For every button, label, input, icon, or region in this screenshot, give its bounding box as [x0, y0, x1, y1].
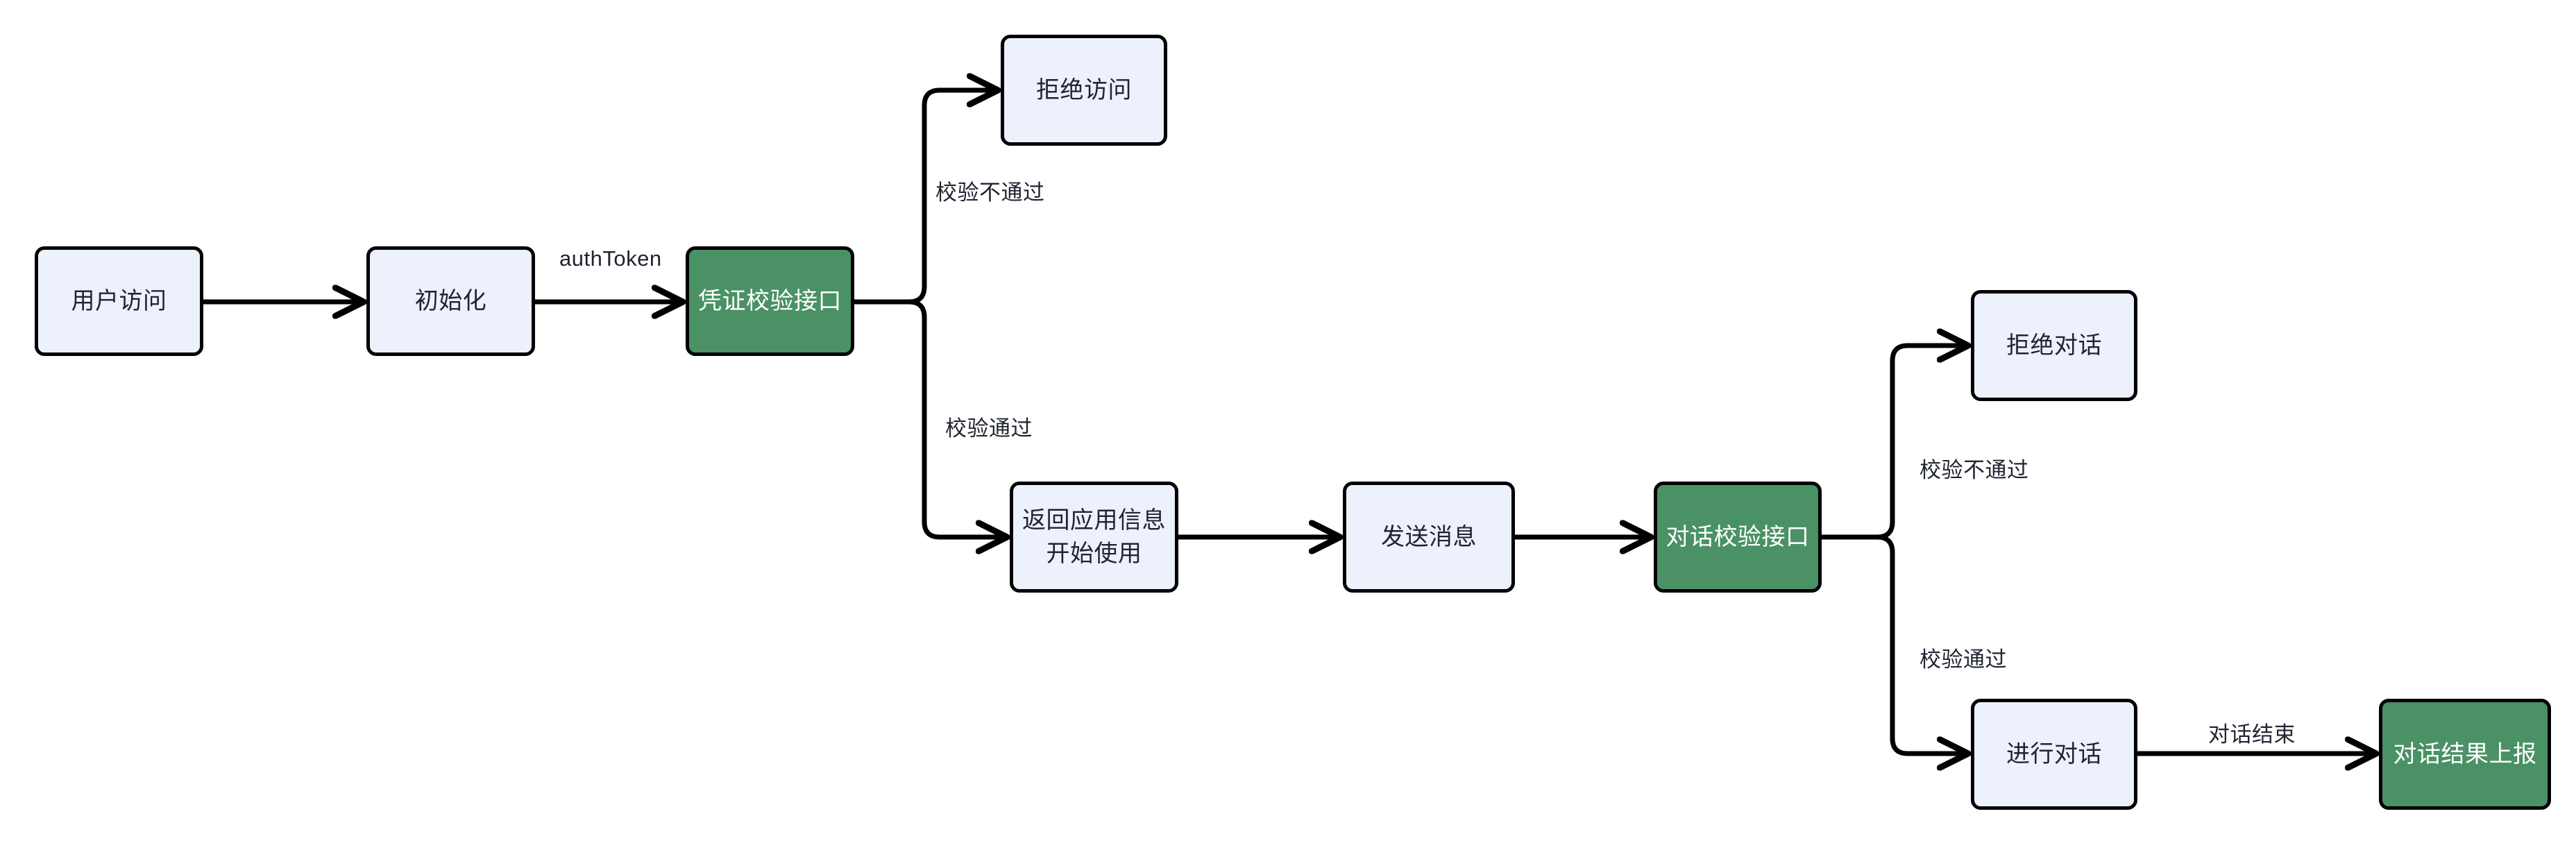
edge-label-auth-fail: 校验不通过 — [935, 180, 1045, 205]
node-user-access[interactable]: 用户访问 — [35, 246, 203, 356]
node-chat-check-api[interactable]: 对话校验接口 — [1654, 482, 1822, 593]
node-deny-chat[interactable]: 拒绝对话 — [1971, 290, 2137, 401]
node-chat-check-api-label: 对话校验接口 — [1666, 523, 1810, 550]
node-auth-api[interactable]: 凭证校验接口 — [686, 246, 854, 356]
node-report-result[interactable]: 对话结果上报 — [2379, 699, 2551, 810]
edge-label-chat-fail: 校验不通过 — [1920, 458, 2029, 482]
node-deny-chat-label: 拒绝对话 — [2006, 332, 2102, 359]
edge-label-auth-token: authToken — [559, 246, 662, 271]
edge-label-chat-pass: 校验通过 — [1920, 647, 2007, 672]
node-return-app-info[interactable]: 返回应用信息 开始使用 — [1010, 482, 1178, 593]
node-return-app-info-label: 返回应用信息 开始使用 — [1022, 507, 1166, 567]
edge-label-auth-pass: 校验通过 — [945, 416, 1033, 441]
node-send-message[interactable]: 发送消息 — [1343, 482, 1515, 593]
node-init[interactable]: 初始化 — [366, 246, 535, 356]
edge-label-chat-end: 对话结束 — [2208, 722, 2296, 747]
node-do-chat-label: 进行对话 — [2006, 740, 2102, 767]
node-user-access-label: 用户访问 — [71, 287, 167, 314]
node-auth-api-label: 凭证校验接口 — [698, 287, 842, 314]
node-do-chat[interactable]: 进行对话 — [1971, 699, 2137, 810]
edge-chat-fail-to-deny-chat — [1876, 346, 1965, 540]
node-init-label: 初始化 — [414, 287, 487, 314]
node-report-result-label: 对话结果上报 — [2393, 740, 2537, 767]
node-deny-access-label: 拒绝访问 — [1036, 76, 1132, 103]
node-deny-access[interactable]: 拒绝访问 — [1001, 35, 1167, 146]
node-send-message-label: 发送消息 — [1381, 523, 1477, 550]
